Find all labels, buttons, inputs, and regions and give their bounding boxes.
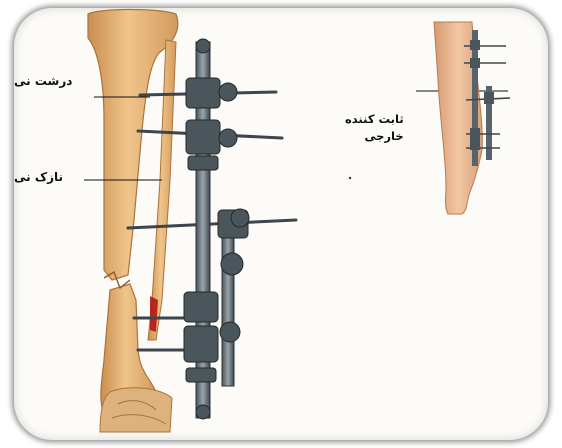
figure-frame: درشت نی نازک نی ثابت کننده خارجی — [14, 8, 548, 440]
label-fixator-line2: خارجی — [345, 128, 404, 145]
fibula-bone — [148, 40, 176, 340]
speck — [349, 177, 351, 179]
label-fixator-line1: ثابت کننده — [345, 111, 404, 128]
fixator-illustration — [14, 8, 548, 440]
fixator-clamps — [184, 39, 249, 419]
ankle-bones — [100, 388, 172, 432]
label-fibula: نازک نی — [14, 170, 63, 184]
label-external-fixator: ثابت کننده خارجی — [345, 111, 404, 145]
label-tibia: درشت نی — [14, 74, 72, 88]
